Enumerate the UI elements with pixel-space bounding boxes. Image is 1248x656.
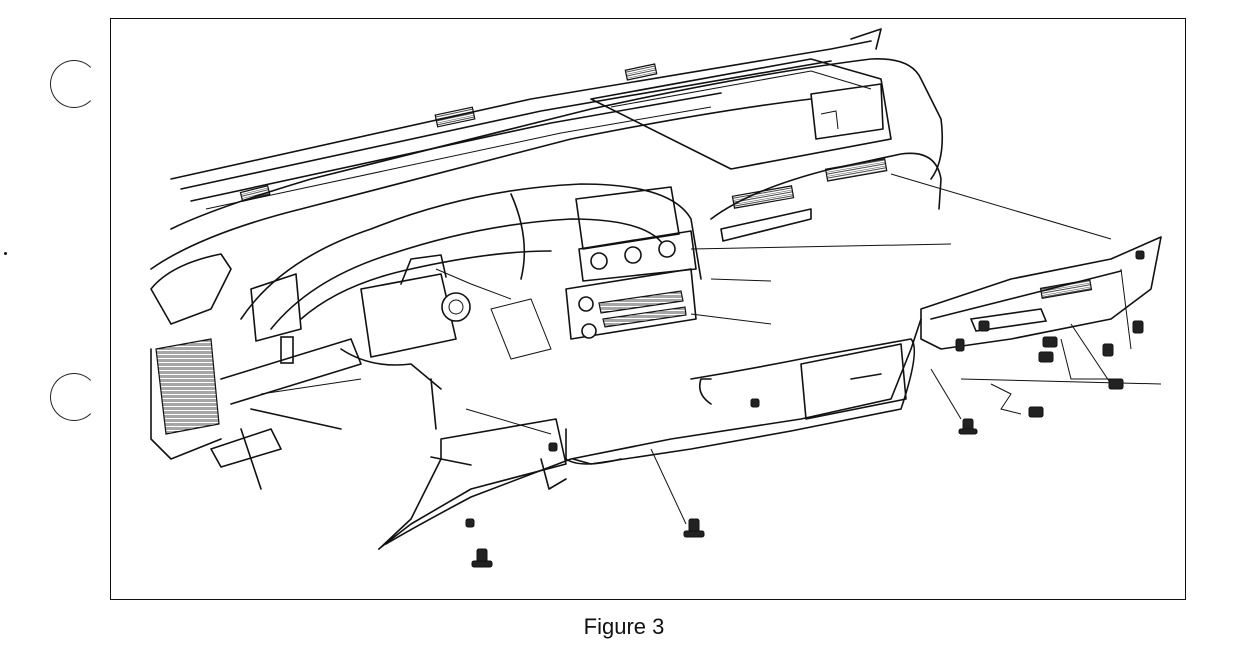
scan-speck [4,252,7,255]
screw-icon [548,442,558,452]
center-stack [565,186,697,340]
leader-lines [435,173,1162,525]
screw-icon-group [465,250,1145,568]
knee-bolster [378,318,922,550]
screw-icon [1132,320,1144,334]
cowl-lines [170,40,872,210]
screw-icon [471,548,493,568]
figure-frame [110,18,1186,600]
screw-icon [750,398,760,408]
screw-icon [978,320,990,332]
screw-icon [1108,378,1124,390]
steering-column [340,254,552,430]
dashboard-exploded-diagram [150,28,1162,568]
figure-caption: Figure 3 [583,614,665,639]
screw-icon [958,418,978,435]
screw-icon [1028,406,1044,418]
binder-hole-icon [50,60,98,108]
right-lower-trim [920,236,1162,350]
screw-icon [683,518,705,538]
left-end-panel [150,253,362,490]
cluster-hood [240,183,702,330]
defroster-vents [239,63,658,202]
screw-icon [1102,343,1114,357]
binder-hole-icon [50,373,98,421]
dash-top-pad [150,28,944,270]
screw-icon [1135,250,1145,260]
screw-icon [465,518,475,528]
passenger-dash [710,83,942,242]
screw-icon [955,338,965,352]
screw-icon [1042,336,1058,348]
screw-icon [1038,351,1054,363]
